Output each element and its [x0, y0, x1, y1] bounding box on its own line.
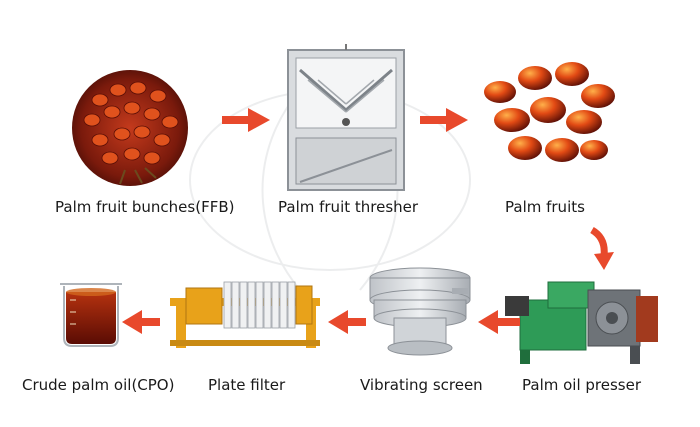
vibrating-screen-image	[369, 267, 471, 356]
arrow-fruits-to-presser	[590, 226, 614, 270]
arrow-screen-to-filter	[328, 310, 366, 334]
palm-fruit-bunch-image	[72, 70, 188, 186]
label-palm-fruits: Palm fruits	[505, 198, 585, 216]
arrow-filter-to-oil	[122, 310, 160, 334]
label-palm-fruit-thresher: Palm fruit thresher	[278, 198, 419, 216]
label-palm-fruit-bunches: Palm fruit bunches(FFB)	[55, 198, 235, 216]
palm-fruits-image	[484, 62, 615, 162]
plate-filter-image	[170, 281, 320, 348]
crude-oil-beaker-image	[60, 283, 122, 347]
label-plate-filter: Plate filter	[208, 376, 286, 394]
label-palm-oil-presser: Palm oil presser	[522, 376, 642, 394]
arrow-presser-to-screen	[478, 310, 520, 334]
oil-press-machine-image	[505, 281, 658, 364]
arrow-bunch-to-thresher	[222, 108, 270, 132]
label-vibrating-screen: Vibrating screen	[360, 376, 483, 394]
label-crude-palm-oil: Crude palm oil(CPO)	[22, 376, 175, 394]
arrow-thresher-to-fruits	[420, 108, 468, 132]
thresher-machine-image	[287, 44, 405, 191]
